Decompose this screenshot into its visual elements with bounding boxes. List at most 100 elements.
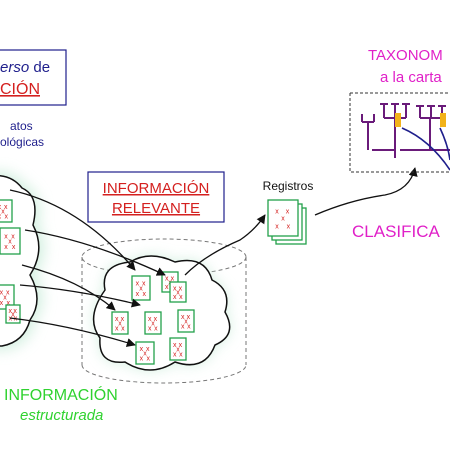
card-mark: x (140, 355, 144, 362)
arrow-1 (9, 189, 136, 271)
arrow-2 (24, 229, 166, 276)
card-mark: x (4, 213, 8, 220)
card-mark: x (0, 213, 2, 220)
card-mark: x (181, 314, 185, 321)
arrow-3 (21, 264, 116, 311)
card-mark: x (139, 286, 143, 293)
card-mark: x (179, 294, 183, 301)
tree-branch-b (372, 103, 410, 151)
arrow-5 (9, 317, 136, 347)
relevant-box-line2: RELEVANTE (112, 200, 200, 217)
card-mark: x (179, 351, 183, 358)
card-mark: x (143, 351, 147, 358)
card-mark: x (176, 290, 180, 297)
card-mark: x (173, 286, 177, 293)
card-mark: x (184, 319, 188, 326)
card-mark: x (165, 276, 169, 283)
card-mark: x (173, 351, 177, 358)
card-mark: x (4, 204, 8, 211)
card-mark: x (275, 208, 279, 215)
card-mark: x (4, 233, 8, 240)
card-mark: x (140, 346, 144, 353)
card-mark: x (286, 208, 290, 215)
card-mark: x (142, 291, 146, 298)
card-mark: x (176, 347, 180, 354)
card-mark: x (121, 316, 125, 323)
card-mark: x (154, 316, 158, 323)
card-mark: x (6, 300, 10, 307)
card-mark: x (146, 346, 150, 353)
svg-text:erso de: erso de (0, 59, 50, 76)
card-mark: x (151, 321, 155, 328)
card-mark: x (6, 290, 10, 297)
taxonomy-line1: TAXONOM (368, 47, 443, 64)
card-mark: x (8, 315, 12, 322)
registros-label: Registros (263, 179, 314, 193)
card-mark: x (4, 244, 8, 251)
arrow-4 (19, 284, 141, 308)
clasifica-label: CLASIFICA (352, 222, 441, 241)
card-mark: x (0, 300, 4, 307)
relevant-info-box: INFORMACIÓN RELEVANTE (87, 171, 225, 223)
card-mark: x (148, 325, 152, 332)
card-mark: x (121, 325, 125, 332)
tree-branch-c (416, 105, 446, 150)
card-mark: x (11, 312, 15, 319)
tree-highlight-2 (440, 113, 446, 127)
card-mark: x (181, 323, 185, 330)
card-mark: x (13, 308, 17, 315)
universe-box-frame (0, 49, 67, 106)
card-mark: x (0, 204, 2, 211)
tree-panel-frame (349, 92, 450, 173)
card-mark: x (179, 342, 183, 349)
card-mark: x (187, 323, 191, 330)
datos-line1: atos (10, 119, 33, 133)
card-mark: x (115, 325, 119, 332)
card-mark: x (148, 316, 152, 323)
card-mark: x (179, 286, 183, 293)
card-mark: x (8, 308, 12, 315)
cylinder-bottom (81, 364, 247, 384)
card-mark: x (8, 239, 12, 246)
tree-link-curve (401, 127, 450, 171)
card-mark: x (275, 223, 279, 230)
card-mark: x (154, 325, 158, 332)
arrow-to-taxonomy (314, 167, 418, 216)
universe-box: erso de CIÓN (0, 49, 67, 106)
tree-lines (361, 103, 450, 158)
card-mark: x (173, 342, 177, 349)
structured-line1: INFORMACIÓN (4, 385, 118, 404)
universe-italic-text: erso (0, 59, 29, 76)
card-mark: x (187, 314, 191, 321)
card-mark: x (3, 295, 7, 302)
card-mark: x (142, 281, 146, 288)
tree-highlight-1 (395, 113, 401, 127)
taxonomy-line2: a la carta (380, 69, 442, 86)
tree-branch-a (361, 114, 375, 150)
datos-line2: ológicas (0, 135, 44, 149)
card-mark: x (115, 316, 119, 323)
card-mark: x (146, 355, 150, 362)
selection-arrows (9, 167, 418, 347)
card-mark: x (0, 290, 4, 297)
card-mark: x (11, 233, 15, 240)
taxonomy-tree-panel (349, 92, 450, 173)
structured-line2: estructurada (20, 407, 103, 424)
card-mark: x (12, 244, 16, 251)
arrow-to-registros (184, 214, 266, 276)
card-mark: x (136, 281, 140, 288)
